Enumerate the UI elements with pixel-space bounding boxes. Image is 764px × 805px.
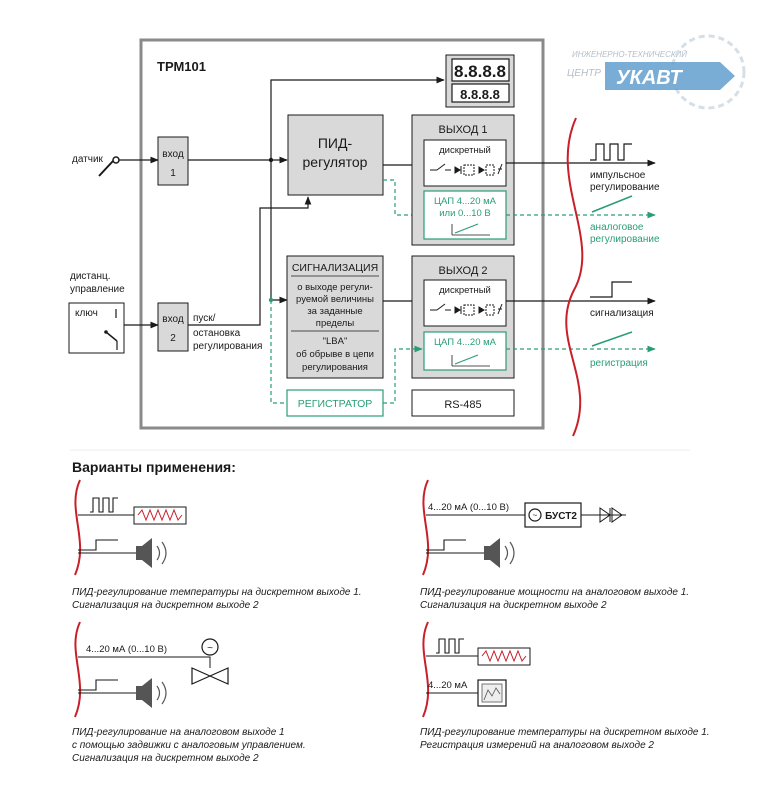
variant3-caption-1: ПИД-регулирование на аналоговом выходе 1 bbox=[72, 727, 285, 738]
key-switch-icon bbox=[105, 331, 118, 342]
remote-label-line2: управление bbox=[70, 284, 125, 295]
alarm-text-3: за заданные bbox=[307, 306, 362, 317]
watermark-line2: ЦЕНТР bbox=[567, 68, 601, 79]
output2-block: ВЫХОД 2 дискретный ЦАП 4...20 мА bbox=[411, 255, 515, 379]
variant1-caption-1: ПИД-регулирование температуры на дискрет… bbox=[72, 587, 362, 598]
output1-relay-icons bbox=[430, 163, 503, 176]
display-bottom-digits: 8.8.8.8 bbox=[460, 87, 500, 102]
output1-dac-line1: ЦАП 4...20 мА bbox=[434, 196, 497, 207]
variant-1: ПИД-регулирование температуры на дискрет… bbox=[72, 479, 362, 611]
remote-control: дистанц. управление ключ bbox=[68, 271, 159, 354]
output1-dac-line2: или 0...10 В bbox=[439, 208, 491, 219]
variant-3: 4...20 мА (0...10 В) ~ ПИД-регулирование… bbox=[72, 621, 306, 764]
sensor-symbol: датчик bbox=[72, 154, 159, 177]
pulse-icon bbox=[90, 497, 118, 513]
alarm-text-2: руемой величины bbox=[296, 294, 374, 305]
variant-2: 4...20 мА (0...10 В) ~ БУСТ2 ПИД-регулир… bbox=[420, 479, 689, 611]
pid-block: ПИД- регулятор bbox=[287, 114, 384, 196]
variant2-caption-1: ПИД-регулирование мощности на аналоговом… bbox=[420, 587, 689, 598]
input1-number: 1 bbox=[170, 168, 176, 179]
watermark-logo: ИНЖЕНЕРНО-ТЕХНИЧЕСКИЙ ЦЕНТР УКАВТ bbox=[567, 34, 746, 110]
impulse-label-2: регулирование bbox=[590, 182, 660, 193]
alarm-out-label: сигнализация bbox=[590, 308, 654, 319]
input1-block: вход 1 bbox=[157, 136, 189, 186]
impulse-label-1: импульсное bbox=[590, 170, 646, 181]
alarm-step-icon bbox=[590, 281, 632, 298]
alarm-text-1: о выходе регули- bbox=[297, 282, 373, 293]
output2-relay-icons bbox=[430, 303, 503, 316]
variant3-caption-3: Сигнализация на дискретном выходе 2 bbox=[72, 753, 259, 764]
analog-label-1: аналоговое bbox=[590, 222, 644, 233]
output1-discrete-label: дискретный bbox=[439, 145, 491, 156]
recorder-label: РЕГИСТРАТОР bbox=[298, 398, 372, 410]
pid-line2: регулятор bbox=[303, 154, 368, 170]
pulse-icon bbox=[436, 638, 464, 654]
display-top-digits: 8.8.8.8 bbox=[454, 62, 506, 81]
boundary-wave bbox=[565, 117, 584, 437]
input2-label: вход bbox=[162, 314, 184, 325]
recorder-block: РЕГИСТРАТОР bbox=[286, 389, 384, 417]
output1-title: ВЫХОД 1 bbox=[439, 124, 488, 136]
motor-icon bbox=[201, 638, 219, 656]
start-stop-line2: остановка bbox=[193, 328, 241, 339]
variant2-signal: 4...20 мА (0...10 В) bbox=[428, 502, 509, 513]
speaker-icon bbox=[136, 678, 167, 708]
boost2-block bbox=[524, 502, 582, 528]
alarm-block: СИГНАЛИЗАЦИЯ о выходе регули- руемой вел… bbox=[286, 255, 384, 379]
svg-text:~: ~ bbox=[207, 643, 213, 654]
start-stop-line3: регулирования bbox=[193, 341, 262, 352]
start-stop-line1: пуск/ bbox=[193, 313, 216, 324]
rs485-label: RS-485 bbox=[444, 399, 481, 411]
watermark-arrow-icon bbox=[605, 62, 735, 90]
output1-block: ВЫХОД 1 дискретный ЦАП 4...20 мА или 0..… bbox=[411, 114, 515, 246]
device-title: ТРМ101 bbox=[157, 59, 206, 74]
thyristor-icon bbox=[599, 507, 623, 523]
variant2-caption-2: Сигнализация на дискретном выходе 2 bbox=[420, 600, 607, 611]
valve-icon bbox=[191, 667, 229, 685]
sensor-label: датчик bbox=[72, 154, 104, 165]
alarm-text-6: об обрыве в цепи bbox=[296, 349, 374, 360]
alarm-text-5: "LBA" bbox=[323, 336, 348, 347]
speaker-icon bbox=[484, 538, 515, 568]
watermark-logo-text: УКАВТ bbox=[616, 67, 683, 89]
variant4-caption-1: ПИД-регулирование температуры на дискрет… bbox=[420, 727, 710, 738]
speaker-icon bbox=[136, 538, 167, 568]
output2-ramp-icon bbox=[454, 354, 479, 365]
recorder-icon bbox=[477, 679, 507, 707]
variant1-caption-2: Сигнализация на дискретном выходе 2 bbox=[72, 600, 259, 611]
watermark-line1: ИНЖЕНЕРНО-ТЕХНИЧЕСКИЙ bbox=[572, 50, 687, 59]
variant3-caption-2: с помощью задвижки с аналоговым управлен… bbox=[72, 740, 306, 751]
rs485-block: RS-485 bbox=[411, 389, 515, 417]
alarm-text-4: пределы bbox=[316, 318, 355, 329]
registration-label: регистрация bbox=[590, 358, 648, 369]
alarm-text-7: регулирования bbox=[302, 362, 368, 373]
output1-ramp-icon bbox=[454, 223, 479, 234]
registration-ramp-icon bbox=[591, 331, 633, 347]
analog-ramp-icon bbox=[591, 195, 633, 213]
key-label: ключ bbox=[75, 308, 98, 319]
output2-dac-label: ЦАП 4...20 мА bbox=[434, 337, 497, 348]
remote-label-line1: дистанц. bbox=[70, 271, 110, 282]
variant3-signal: 4...20 мА (0...10 В) bbox=[86, 644, 167, 655]
input1-label: вход bbox=[162, 149, 184, 160]
variant2-device-label: БУСТ2 bbox=[545, 511, 577, 522]
variant4-signal: 4...20 мА bbox=[428, 680, 468, 691]
input2-block: вход 2 bbox=[157, 302, 189, 352]
pid-line1: ПИД- bbox=[318, 135, 353, 151]
display-block: 8.8.8.8 8.8.8.8 bbox=[445, 54, 515, 108]
output2-discrete-label: дискретный bbox=[439, 285, 491, 296]
pulse-signal-icon bbox=[590, 143, 632, 161]
alarm-title: СИГНАЛИЗАЦИЯ bbox=[292, 262, 378, 274]
variant4-caption-2: Регистрация измерений на аналоговом выхо… bbox=[420, 740, 654, 751]
variants-heading: Варианты применения: bbox=[72, 459, 236, 475]
analog-label-2: регулирование bbox=[590, 234, 660, 245]
output2-title: ВЫХОД 2 bbox=[439, 265, 488, 277]
svg-text:~: ~ bbox=[533, 511, 538, 520]
variant-4: 4...20 мА ПИД-регулирование температуры … bbox=[420, 621, 710, 751]
input2-number: 2 bbox=[170, 333, 176, 344]
